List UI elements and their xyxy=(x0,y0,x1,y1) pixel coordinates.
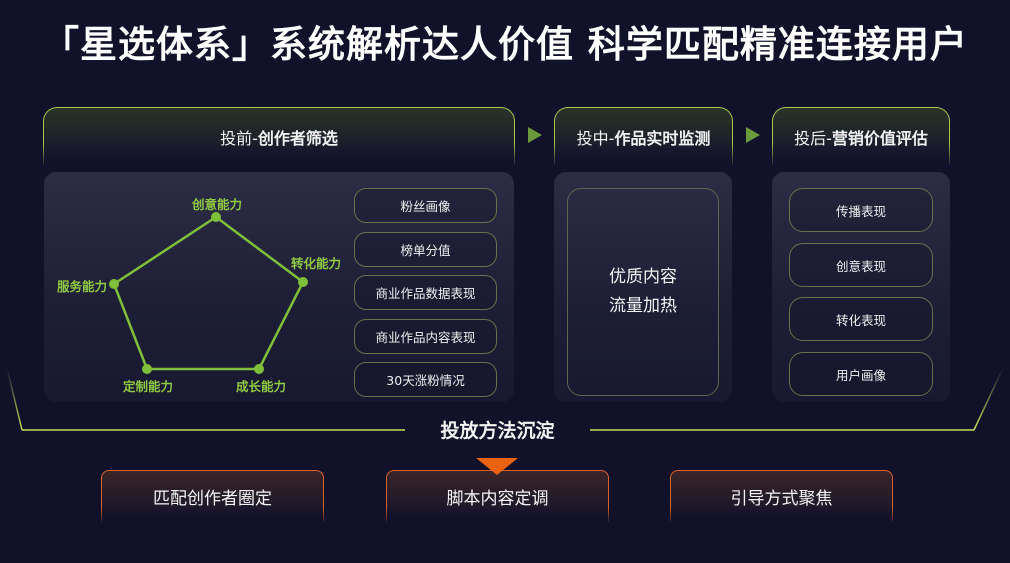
arrow-down-icon xyxy=(476,458,518,475)
item-commercial-data: 商业作品数据表现 xyxy=(354,275,497,310)
outcome-guidance-focus: 引导方式聚焦 xyxy=(669,470,894,524)
item-conversion-performance: 转化表现 xyxy=(789,297,933,341)
item-fan-profile: 粉丝画像 xyxy=(354,188,497,223)
item-user-profile: 用户画像 xyxy=(789,352,933,396)
line-quality-content: 优质内容 xyxy=(609,267,677,287)
realtime-monitor-panel: 优质内容 流量加热 xyxy=(554,172,732,402)
value-assessment-panel: 传播表现 创意表现 转化表现 用户画像 xyxy=(772,172,950,402)
item-creative-performance: 创意表现 xyxy=(789,243,933,287)
radar-label-service: 服务能力 xyxy=(57,279,108,294)
stage-prefix: 投后- xyxy=(794,128,832,148)
page-title: 「星选体系」系统解析达人价值 科学匹配精准连接用户 xyxy=(42,23,968,66)
radar-label-customization: 定制能力 xyxy=(123,379,174,394)
stage-header-pre: 投前-创作者筛选 xyxy=(42,107,516,167)
outcome-label: 脚本内容定调 xyxy=(446,489,549,509)
stage-name: 作品实时监测 xyxy=(614,128,711,148)
outcome-label: 匹配创作者圈定 xyxy=(153,489,272,509)
item-spread-performance: 传播表现 xyxy=(789,188,933,232)
radar-pentagon xyxy=(109,212,308,374)
stage-header-mid: 投中-作品实时监测 xyxy=(553,107,734,167)
radar-label-creativity: 创意能力 xyxy=(192,197,243,212)
radar-label-conversion: 转化能力 xyxy=(291,256,342,271)
item-30day-fans: 30天涨粉情况 xyxy=(354,362,497,397)
quality-content-box: 优质内容 流量加热 xyxy=(567,188,719,396)
creator-screening-panel: 创意能力 转化能力 成长能力 定制能力 服务能力 粉丝画像 榜单分值 商业作品数… xyxy=(44,172,514,402)
method-accumulation-label: 投放方法沉淀 xyxy=(405,416,590,446)
stage-prefix: 投中- xyxy=(576,128,615,148)
radar-label-growth: 成长能力 xyxy=(236,379,287,394)
outcome-label: 引导方式聚焦 xyxy=(730,489,833,509)
outcome-creator-matching: 匹配创作者圈定 xyxy=(100,470,325,524)
stage-header-post: 投后-营销价值评估 xyxy=(771,107,951,167)
item-commercial-content: 商业作品内容表现 xyxy=(354,319,497,354)
item-ranking-score: 榜单分值 xyxy=(354,232,497,267)
line-traffic-boost: 流量加热 xyxy=(609,296,677,316)
arrow-right-icon xyxy=(528,127,542,143)
stage-name: 创作者筛选 xyxy=(257,128,338,148)
outcome-script-tone: 脚本内容定调 xyxy=(385,470,610,524)
stage-name: 营销价值评估 xyxy=(831,128,928,148)
arrow-right-icon xyxy=(746,127,760,143)
stage-prefix: 投前- xyxy=(220,128,258,148)
